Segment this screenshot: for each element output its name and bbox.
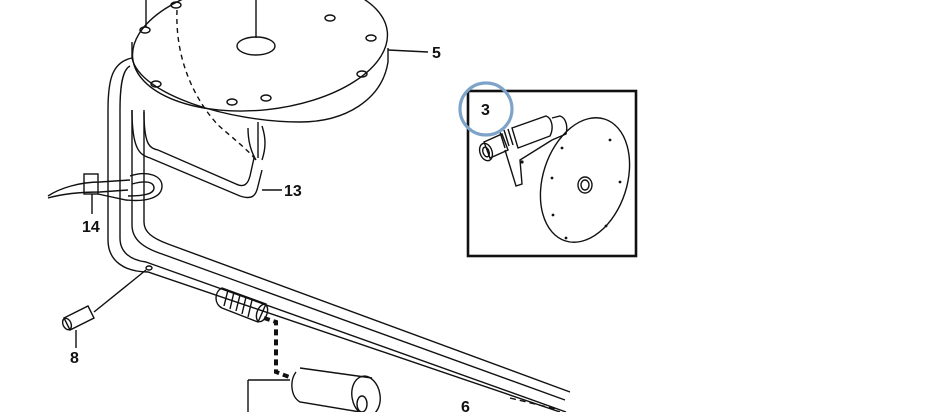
callout-wires: 13	[284, 183, 302, 200]
leader-line-5	[387, 49, 429, 53]
inset-connector	[478, 115, 553, 164]
callout-cable-tie: 14	[82, 219, 100, 236]
corrugated-connector	[215, 287, 269, 323]
wire-harness	[107, 57, 571, 412]
callout-grommet: 8	[70, 350, 79, 367]
highlight-circle	[458, 81, 514, 137]
cable-tie	[47, 172, 163, 202]
dashed-tail	[509, 397, 561, 411]
callout-plate: 5	[432, 45, 441, 62]
callout-inset: 3	[481, 102, 490, 119]
callout-conduit: 6	[461, 399, 470, 412]
inset-disc	[539, 117, 631, 243]
cylinder-part	[247, 367, 381, 412]
circular-plate	[131, 0, 389, 123]
inset-box: 3	[458, 81, 638, 258]
dashed-wire	[176, 9, 257, 161]
dashed-cable	[263, 316, 293, 380]
grommet	[61, 269, 147, 331]
